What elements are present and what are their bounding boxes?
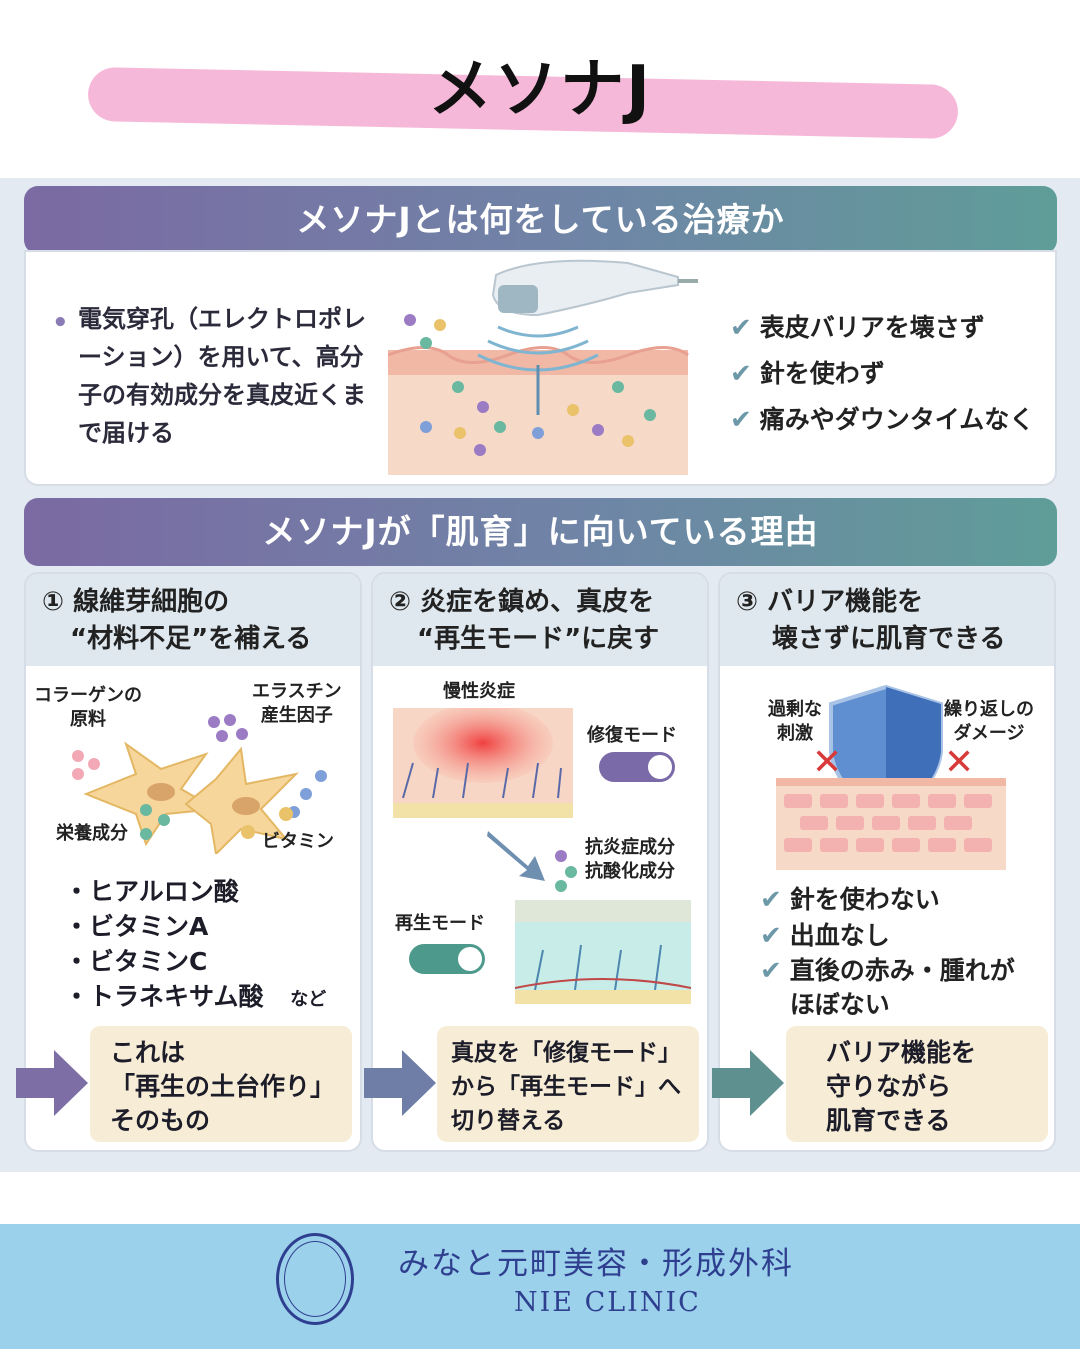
vitamin-label: ビタミン bbox=[262, 831, 334, 852]
reason-column-3: ③ バリア機能を 壊さずに肌育できる 過剰な 刺激 繰り返しの ダメージ ✕ ✕… bbox=[718, 572, 1056, 1152]
elastin-dots bbox=[208, 714, 248, 742]
barrier-illustration: ✕ ✕ bbox=[776, 684, 1006, 870]
list-item: ・ヒアルロン酸 bbox=[64, 877, 239, 906]
list-item: ・トラネキサム酸 など bbox=[64, 982, 327, 1011]
page-title: メソナJ bbox=[428, 53, 652, 127]
check-icon: ✔ bbox=[730, 359, 752, 389]
svg-text:✕: ✕ bbox=[812, 742, 842, 783]
nutrient-dots bbox=[140, 804, 293, 840]
arrow-right-icon bbox=[364, 1050, 436, 1116]
list-item: ・ビタミンA bbox=[64, 912, 209, 941]
check-item: ✔痛みやダウンタイムなく bbox=[730, 405, 1035, 435]
repair-mode-toggle bbox=[599, 752, 675, 782]
stimulus-label: 過剰な 刺激 bbox=[768, 699, 822, 744]
check-item: ✔針を使わない bbox=[760, 885, 940, 915]
arrow-down-right-icon bbox=[487, 831, 545, 881]
ingredient-dots bbox=[555, 850, 577, 892]
list-item: ・ビタミンC bbox=[64, 947, 208, 976]
section2-heading: メソナJが「肌育」に向いている理由 bbox=[24, 498, 1057, 566]
fibroblast-illustration bbox=[72, 741, 327, 854]
check-icon: ✔ bbox=[730, 405, 752, 435]
arrow-right-icon bbox=[712, 1050, 784, 1116]
svg-text:✕: ✕ bbox=[944, 742, 974, 783]
inflamed-skin-illustration bbox=[393, 708, 573, 818]
arrow-right-icon bbox=[16, 1050, 88, 1116]
elastin-label: エラスチン 産生因子 bbox=[252, 681, 342, 726]
reason-column-1: ① 線維芽細胞の “材料不足”を補える コラーゲンの 原料 エラスチン 産生因子… bbox=[24, 572, 362, 1152]
check-item: ✔表皮バリアを壊さず bbox=[730, 313, 985, 343]
ingredient-list: ・ヒアルロン酸 ・ビタミンA ・ビタミンC ・トラネキサム酸 など bbox=[64, 874, 326, 1017]
check-icon: ✔ bbox=[760, 885, 782, 915]
conclusion-box: これは 「再生の土台作り」 そのもの bbox=[90, 1026, 352, 1142]
clinic-name-ja: みなと元町美容・形成外科 bbox=[398, 1246, 794, 1282]
device-icon bbox=[491, 259, 698, 317]
conclusion-box: バリア機能を 守りながら 肌育できる bbox=[786, 1026, 1048, 1142]
check-icon: ✔ bbox=[730, 313, 752, 343]
ingredients-label: 抗炎症成分 抗酸化成分 bbox=[585, 837, 675, 882]
repair-mode-label: 修復モード bbox=[587, 725, 677, 746]
footer-bar bbox=[0, 1224, 1080, 1349]
bullet-dot-icon: • bbox=[52, 308, 69, 338]
nutrient-label: 栄養成分 bbox=[56, 823, 128, 844]
conclusion-box: 真皮を「修復モード」 から「再生モード」へ 切り替える bbox=[437, 1026, 699, 1142]
toggle-icon bbox=[648, 755, 672, 779]
column-header: ③ バリア機能を 壊さずに肌育できる bbox=[720, 574, 1054, 666]
column-header: ② 炎症を鎮め、真皮を “再生モード”に戻す bbox=[373, 574, 707, 666]
healthy-skin-illustration bbox=[515, 900, 691, 1004]
logo-emblem bbox=[276, 1233, 354, 1325]
inflammation-label: 慢性炎症 bbox=[443, 681, 515, 702]
check-item: ✔針を使わず bbox=[730, 359, 885, 389]
toggle-icon bbox=[458, 947, 482, 971]
collagen-label: コラーゲンの 原料 bbox=[34, 685, 142, 730]
regen-mode-toggle bbox=[409, 944, 485, 974]
check-icon: ✔ bbox=[760, 921, 782, 951]
damage-label: 繰り返しの ダメージ bbox=[944, 699, 1034, 744]
check-item: ✔出血なし bbox=[760, 921, 890, 951]
regen-mode-label: 再生モード bbox=[395, 913, 485, 934]
column-header: ① 線維芽細胞の “材料不足”を補える bbox=[26, 574, 360, 666]
check-item: ✔直後の赤み・腫れが ほぼない bbox=[760, 954, 1015, 1022]
device-illustration bbox=[388, 259, 698, 475]
section1-heading: メソナJとは何をしている治療か bbox=[24, 186, 1057, 254]
section1-description: • 電気穿孔（エレクトロポレーション）を用いて、高分子の有効成分を真皮近くまで届… bbox=[52, 305, 366, 447]
clinic-name-en: NIE CLINIC bbox=[514, 1287, 701, 1318]
reason-column-2: ② 炎症を鎮め、真皮を “再生モード”に戻す 慢性炎症 修復モード 抗炎症成分 … bbox=[371, 572, 709, 1152]
column3-checklist: ✔針を使わない ✔出血なし ✔直後の赤み・腫れが ほぼない bbox=[760, 882, 1015, 1022]
section1-checklist: ✔表皮バリアを壊さず ✔針を使わず ✔痛みやダウンタイムなく bbox=[730, 305, 1034, 443]
check-icon: ✔ bbox=[760, 956, 782, 986]
